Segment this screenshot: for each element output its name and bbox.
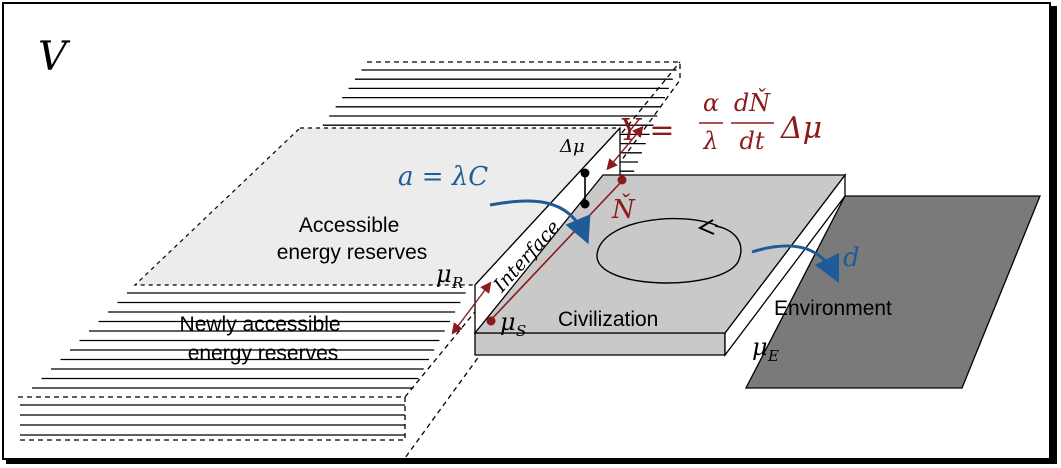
dissipation-arrow — [751, 244, 840, 284]
accessible-reserves-plane — [133, 127, 622, 286]
yield-equation: Y = α λ dŇ dt Δμ — [620, 88, 822, 155]
svg-text:Y =: Y = — [620, 113, 674, 148]
civilization-label: Civilization — [558, 308, 658, 331]
yield-arrow — [606, 125, 644, 171]
delta-mu-indicator — [580, 168, 590, 209]
svg-text:Δμ: Δμ — [780, 111, 822, 146]
environment-label: Environment — [774, 297, 892, 320]
svg-text:α: α — [703, 89, 719, 117]
interface-line — [487, 179, 624, 324]
civilization-slab — [473, 173, 847, 357]
dissipation-label: d — [843, 243, 860, 273]
delta-mu-label: Δμ — [559, 136, 585, 157]
newly-accessible-reserves-label: Newly accessible energy reserves — [180, 313, 347, 365]
svg-text:E: E — [767, 347, 779, 365]
civilization-cycle-arrowhead — [697, 219, 715, 235]
mu-s-label: μ S — [500, 308, 526, 340]
svg-text:μ: μ — [500, 308, 516, 336]
n-label: Ň — [611, 193, 636, 225]
n-point — [617, 175, 627, 185]
svg-text:S: S — [516, 322, 526, 340]
volume-label: V — [38, 34, 71, 80]
svg-text:dŇ: dŇ — [734, 88, 771, 117]
action-label: a = λC — [398, 162, 488, 192]
svg-text:μ: μ — [436, 260, 452, 288]
mu-e-label: μ E — [752, 333, 779, 365]
mu-r-label: μ R — [436, 260, 463, 292]
mu-s-point — [486, 316, 496, 326]
interface-width-arrow — [451, 281, 492, 335]
action-arrow — [489, 199, 591, 245]
svg-text:λ: λ — [702, 127, 718, 155]
environment-plane — [744, 195, 1041, 389]
civilization-cycle-arrow — [596, 217, 742, 284]
svg-text:μ: μ — [752, 333, 768, 361]
svg-text:dt: dt — [739, 127, 764, 155]
accessible-reserves-label: Accessible energy reserves — [277, 214, 428, 264]
svg-text:R: R — [451, 274, 463, 292]
